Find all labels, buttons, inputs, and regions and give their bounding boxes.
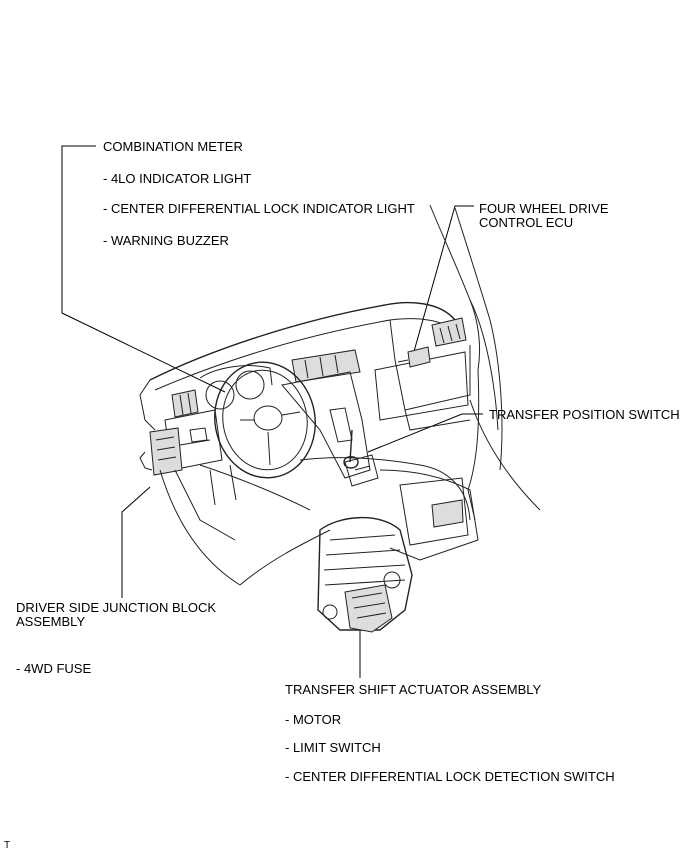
shift-actuator-item-detection-switch: - CENTER DIFFERENTIAL LOCK DETECTION SWI… bbox=[285, 769, 615, 784]
combination-meter-item-4lo: - 4LO INDICATOR LIGHT bbox=[103, 171, 252, 186]
leader-junction-block bbox=[121, 486, 151, 598]
junction-block-item-fuse: - 4WD FUSE bbox=[16, 661, 92, 676]
transfer-position-switch-label: TRANSFER POSITION SWITCH bbox=[489, 407, 680, 422]
footer-code: T bbox=[4, 840, 11, 851]
leader-lines bbox=[61, 145, 483, 678]
combination-meter-item-buzzer: - WARNING BUZZER bbox=[103, 233, 229, 248]
four-wd-ecu-line1: FOUR WHEEL DRIVE bbox=[479, 201, 609, 216]
leader-four-wd-ecu bbox=[412, 205, 474, 356]
dashboard-drawing bbox=[139, 204, 541, 633]
four-wd-ecu-line2: CONTROL ECU bbox=[479, 215, 574, 230]
leader-combination-meter bbox=[61, 145, 226, 393]
junction-block-line1: DRIVER SIDE JUNCTION BLOCK bbox=[16, 600, 217, 615]
leader-transfer-position-switch bbox=[367, 413, 483, 453]
shift-actuator-item-limit-switch: - LIMIT SWITCH bbox=[285, 740, 381, 755]
shift-actuator-item-motor: - MOTOR bbox=[285, 712, 342, 727]
shift-actuator-title: TRANSFER SHIFT ACTUATOR ASSEMBLY bbox=[285, 682, 542, 697]
combination-meter-item-center-diff: - CENTER DIFFERENTIAL LOCK INDICATOR LIG… bbox=[103, 201, 415, 216]
junction-block-line2: ASSEMBLY bbox=[16, 614, 86, 629]
combination-meter-title: COMBINATION METER bbox=[103, 139, 243, 154]
